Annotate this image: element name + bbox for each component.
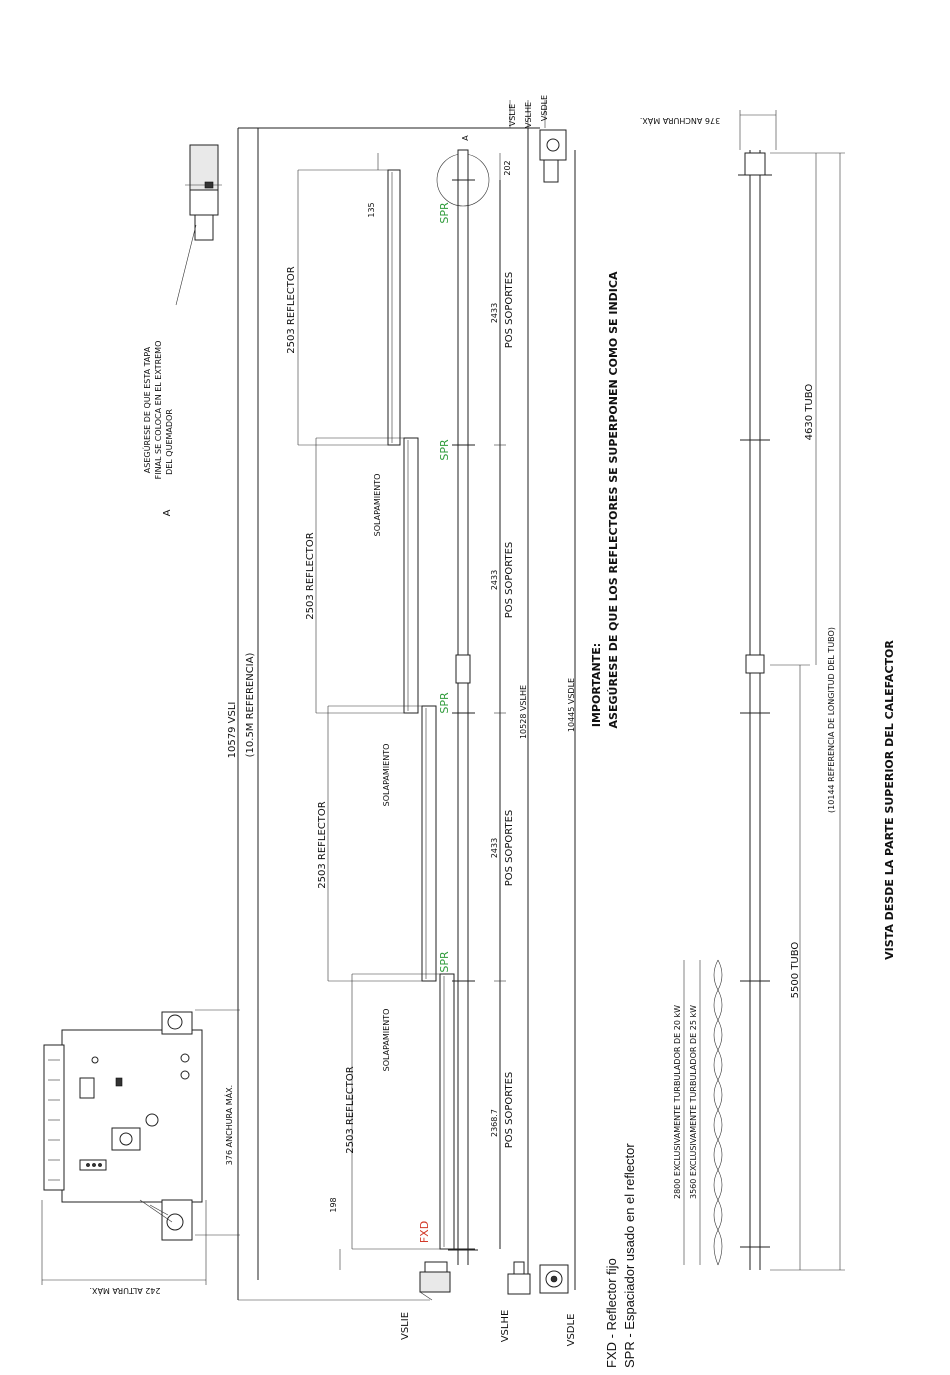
overlap-3-label: SOLAPAMIENTO: [382, 1009, 391, 1072]
end-cap-top: [539, 129, 567, 183]
supports-dim-1: 2433: [490, 303, 499, 323]
total-reference-label: (10.5M REFERENCIA): [245, 653, 256, 758]
width-max-top-label: 376 ANCHURA MÁX.: [640, 116, 720, 127]
detail-a-letter: A: [162, 509, 173, 516]
supports-label-4: POS SOPORTES: [504, 1072, 515, 1149]
reflector-2-label: 2503 REFLECTOR: [305, 532, 316, 619]
burner-tapa-detail: [175, 144, 222, 306]
important-text: ASEGÚRESE DE QUE LOS REFLECTORES SE SUPE…: [607, 271, 620, 728]
turbulator: [683, 959, 723, 1266]
supports-label-3: POS SOPORTES: [504, 810, 515, 887]
burner-note-line3: DEL QUEMADOR: [165, 409, 174, 475]
total-vslhe-label: 10528 VSLHE: [519, 685, 528, 739]
spr-1-label: SPR: [438, 202, 451, 224]
reflector-3-label: 2503 REFLECTOR: [317, 801, 328, 888]
dim-202-label: 202: [503, 160, 512, 175]
spr-2-label: SPR: [438, 439, 451, 461]
dim-198-label: 198: [329, 1197, 338, 1212]
vslhe-bottom-label: VSLHE: [500, 1310, 511, 1343]
tube-5500-label: 5500 TUBO: [790, 942, 801, 999]
main-tube: [448, 150, 478, 1265]
overlap-1-label: SOLAPAMIENTO: [373, 474, 382, 537]
vslie-bottom-label: VSLIE: [400, 1312, 411, 1340]
support-markers: [452, 179, 475, 1250]
burner-note-line1: ASEGÚRESE DE QUE ESTA TAPA: [141, 346, 152, 473]
height-max-label: 242 ALTURA MÁX.: [89, 1286, 160, 1297]
bottom-end-parts: [419, 1261, 569, 1301]
tube-reference-label: (10144 REFERENCIA DE LONGITUD DEL TUBO): [827, 627, 836, 813]
total-vsdle-label: 10445 VSDLE: [567, 678, 576, 732]
tube-4630-label: 4630 TUBO: [804, 384, 815, 441]
supports-label-2: POS SOPORTES: [504, 542, 515, 619]
reflector-4-label: 2503 REFLECTOR: [345, 1066, 356, 1153]
total-vsli-label: 10579 VSLI: [227, 702, 238, 759]
overall-dimension-lines: [237, 100, 576, 1301]
dim-135-label: 135: [367, 202, 376, 217]
turbulator-25kw-label: 3560 EXCLUSIVAMENTE TURBULADOR DE 25 kW: [689, 1005, 698, 1199]
vsdle-bottom-label: VSDLE: [566, 1314, 577, 1347]
legend-fxd: FXD - Reflector fijo: [604, 1258, 619, 1368]
tube-dimension-lines: [770, 152, 845, 1271]
supports-label-1: POS SOPORTES: [504, 272, 515, 349]
top-view-tube: [738, 150, 772, 1270]
detail-a-circle: [436, 149, 490, 207]
fxd-label: FXD: [418, 1221, 431, 1243]
legend-spr: SPR - Espaciador usado en el reflector: [622, 1143, 637, 1368]
overlap-2-label: SOLAPAMIENTO: [382, 744, 391, 807]
spr-3-label: SPR: [438, 692, 451, 714]
burner-note-line2: FINAL SE COLOCA EN EL EXTREMO: [154, 341, 163, 480]
supports-dim-4: 2368.7: [490, 1109, 499, 1137]
reflector-1-label: 2503 REFLECTOR: [286, 266, 297, 353]
detail-a-marker: A: [461, 135, 470, 141]
reflector-segment-3: [421, 705, 437, 982]
support-dimension-line: [494, 180, 506, 1249]
important-title: IMPORTANTE:: [590, 643, 603, 727]
supports-dim-3: 2433: [490, 838, 499, 858]
reflector-segment-1: [387, 169, 401, 446]
turbulator-20kw-label: 2800 EXCLUSIVAMENTE TURBULADOR DE 20 kW: [673, 1005, 682, 1199]
spr-4-label: SPR: [438, 951, 451, 973]
width-max-side-label: 376 ANCHURA MÁX.: [223, 1085, 234, 1165]
supports-dim-2: 2433: [490, 570, 499, 590]
vslie-top-label: VSLIE: [508, 104, 517, 126]
view-title: VISTA DESDE LA PARTE SUPERIOR DEL CALEFA…: [883, 640, 896, 960]
vsdle-top-label: VSDLE: [540, 95, 549, 121]
reflector-segment-4: [439, 973, 455, 1250]
burner-unit: [43, 1011, 203, 1241]
top-view-width-dimension: [739, 110, 777, 150]
reflector-segment-2: [403, 437, 419, 714]
reflector-dimension-lines: [297, 153, 440, 1270]
vslhe-top-label: VSLHE: [524, 102, 533, 128]
